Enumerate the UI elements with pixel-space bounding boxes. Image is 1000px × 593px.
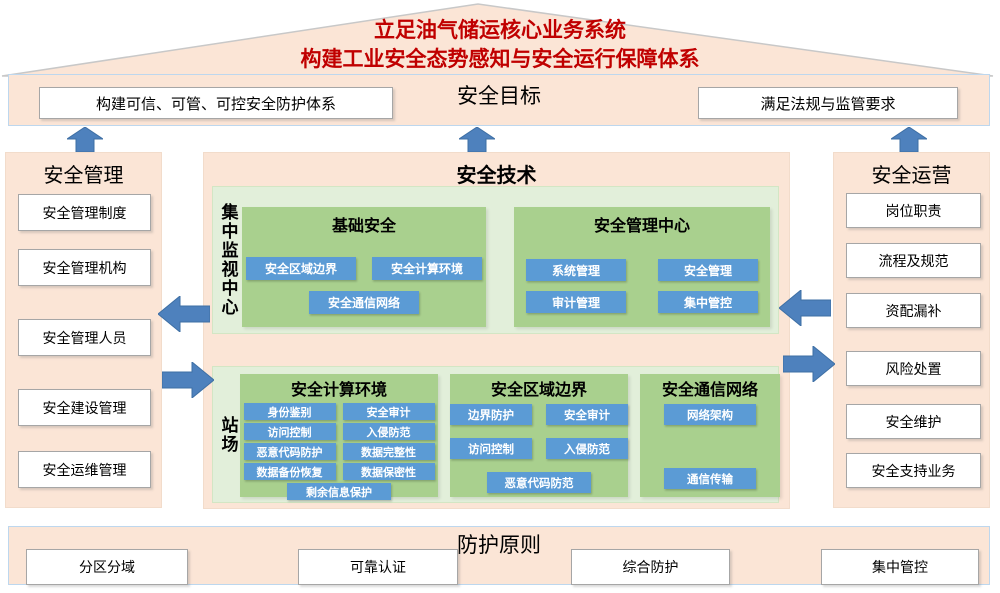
security-technology-panel: 安全技术 集中监视中心 基础安全 安全区域边界 安全计算环境 安全通信网络 安全… <box>203 152 790 509</box>
computing-env-group: 安全计算环境 身份鉴别 安全审计 访问控制 入侵防范 恶意代码防护 数据完整性 … <box>240 374 438 500</box>
area-boundary-group: 安全区域边界 边界防护 安全审计 访问控制 入侵防范 恶意代码防范 <box>450 374 628 497</box>
left-item: 安全管理机构 <box>18 249 151 286</box>
tech-chip: 网络架构 <box>664 404 756 425</box>
tech-chip: 访问控制 <box>450 438 532 459</box>
station-side-label: 站场 <box>218 415 238 454</box>
principle-item: 集中管控 <box>821 549 979 585</box>
tech-chip: 安全通信网络 <box>309 291 419 314</box>
tech-chip: 安全审计 <box>342 403 435 420</box>
tech-chip: 入侵防范 <box>546 438 628 459</box>
tech-chip: 恶意代码防护 <box>243 443 336 460</box>
group-title: 安全通信网络 <box>661 382 758 399</box>
main-title-line2: 构建工业安全态势感知与安全运行保障体系 <box>300 47 700 71</box>
main-title: 立足油气储运核心业务系统 构建工业安全态势感知与安全运行保障体系 <box>0 17 1000 75</box>
tech-chip: 数据完整性 <box>342 443 435 460</box>
station-box: 站场 安全计算环境 身份鉴别 安全审计 访问控制 入侵防范 恶意代码防护 数据完… <box>212 366 780 503</box>
left-arrow-icon <box>779 290 831 326</box>
tech-chip: 数据保密性 <box>342 463 435 480</box>
tech-chip: 审计管理 <box>526 291 626 313</box>
right-panel-heading: 安全运营 <box>871 165 952 187</box>
right-item: 流程及规范 <box>846 243 981 278</box>
principle-item: 综合防护 <box>571 549 730 585</box>
tech-chip: 系统管理 <box>526 259 626 281</box>
tech-chip: 身份鉴别 <box>243 403 336 420</box>
tech-chip: 边界防护 <box>450 404 532 425</box>
tech-chip: 安全审计 <box>546 404 628 425</box>
tech-chip: 恶意代码防范 <box>487 472 591 493</box>
tech-chip: 剩余信息保护 <box>287 483 391 500</box>
basic-security-group: 基础安全 安全区域边界 安全计算环境 安全通信网络 <box>242 207 486 327</box>
tech-chip: 安全管理 <box>658 259 758 281</box>
left-item: 安全建设管理 <box>18 389 151 426</box>
left-item: 安全管理制度 <box>18 194 151 231</box>
central-monitor-box: 集中监视中心 基础安全 安全区域边界 安全计算环境 安全通信网络 安全管理中心 … <box>212 186 779 334</box>
right-item: 安全支持业务 <box>846 453 981 488</box>
tech-chip: 安全计算环境 <box>372 257 482 280</box>
tech-chip: 入侵防范 <box>342 423 435 440</box>
tech-chip: 集中管控 <box>658 291 758 313</box>
left-arrow-icon <box>158 296 210 332</box>
group-title: 安全区域边界 <box>490 382 587 399</box>
goal-heading: 安全目标 <box>457 85 541 108</box>
left-item: 安全运维管理 <box>18 451 151 488</box>
up-arrow-icon <box>459 127 495 152</box>
goal-left-box: 构建可信、可管、可控安全防护体系 <box>39 87 393 119</box>
right-arrow-icon <box>783 346 835 382</box>
security-operation-panel: 安全运营 岗位职责 流程及规范 资配漏补 风险处置 安全维护 安全支持业务 <box>833 152 990 508</box>
center-panel-heading: 安全技术 <box>456 165 537 187</box>
main-title-line1: 立足油气储运核心业务系统 <box>374 19 626 42</box>
up-arrow-icon <box>67 127 103 152</box>
tech-chip: 数据备份恢复 <box>243 463 336 480</box>
security-management-panel: 安全管理 安全管理制度 安全管理机构 安全管理人员 安全建设管理 安全运维管理 <box>5 152 162 508</box>
principle-item: 可靠认证 <box>298 549 458 585</box>
right-item: 安全维护 <box>846 404 981 439</box>
security-mgmt-center-group: 安全管理中心 系统管理 安全管理 审计管理 集中管控 <box>514 207 770 327</box>
right-arrow-icon <box>162 362 214 398</box>
monitor-side-label: 集中监视中心 <box>218 203 238 317</box>
up-arrow-icon <box>891 127 927 152</box>
group-title: 基础安全 <box>331 218 396 235</box>
tech-chip: 通信传输 <box>664 468 756 489</box>
right-item: 资配漏补 <box>846 293 981 328</box>
right-item: 风险处置 <box>846 351 981 386</box>
comms-network-group: 安全通信网络 网络架构 通信传输 <box>640 374 780 497</box>
group-title: 安全计算环境 <box>290 382 387 399</box>
principle-item: 分区分域 <box>26 549 188 585</box>
bottom-heading: 防护原则 <box>457 534 541 557</box>
tech-chip: 访问控制 <box>243 423 336 440</box>
goal-band: 安全目标 构建可信、可管、可控安全防护体系 满足法规与监管要求 <box>8 74 990 126</box>
right-item: 岗位职责 <box>846 193 981 228</box>
goal-right-box: 满足法规与监管要求 <box>698 87 958 119</box>
left-item: 安全管理人员 <box>18 319 151 356</box>
group-title: 安全管理中心 <box>593 218 690 235</box>
tech-chip: 安全区域边界 <box>246 257 356 280</box>
left-panel-heading: 安全管理 <box>43 165 124 187</box>
protection-principles-band: 防护原则 分区分域 可靠认证 综合防护 集中管控 <box>8 526 990 585</box>
